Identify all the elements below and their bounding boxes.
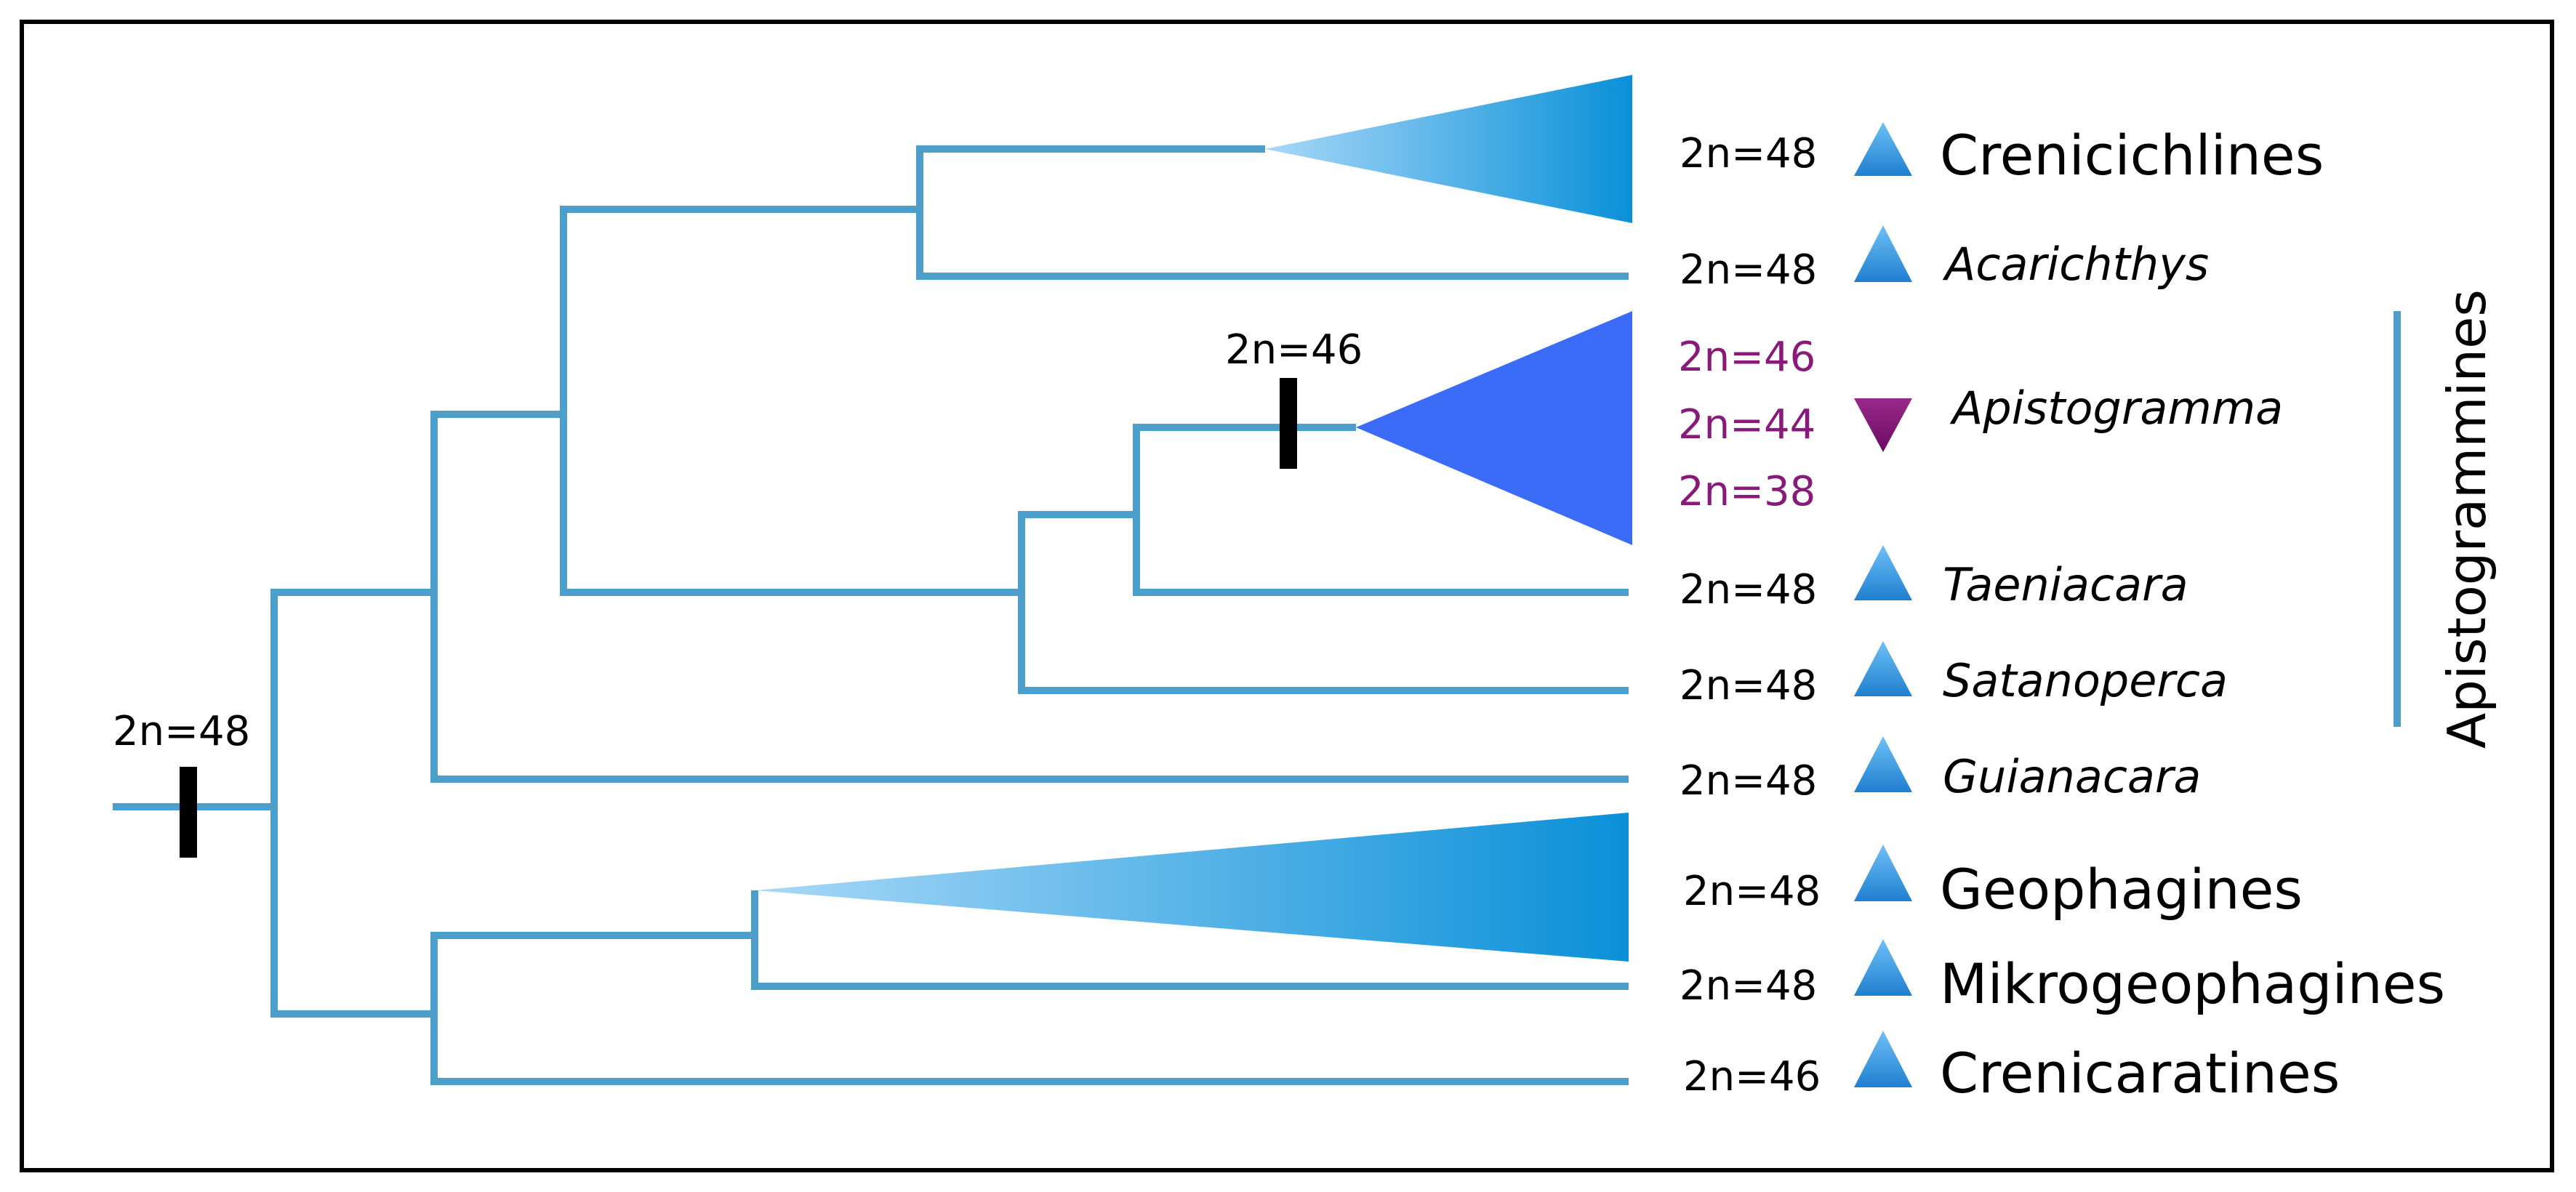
tip-karyotype: 2n=48 — [1680, 246, 1817, 294]
tip-label: Geophagines — [1940, 857, 2303, 922]
triangle-down-icon — [1854, 398, 1912, 452]
tip-satanoperca: 2n=48 Satanoperca — [1680, 641, 2228, 709]
apistogrammines-label: Apistogrammines — [2436, 289, 2497, 749]
tip-karyotype: 2n=48 — [1680, 757, 1817, 805]
tip-label: Crenicichlines — [1940, 123, 2324, 188]
tip-karyotype: 2n=48 — [1683, 868, 1821, 915]
tip-crenicichlines: 2n=48 Crenicichlines — [1680, 122, 2324, 188]
tip-label: Guianacara — [1943, 750, 2201, 803]
tip-karyotype: 2n=48 — [1680, 566, 1817, 613]
triangle-up-icon — [1854, 122, 1912, 176]
tip-karyotype: 2n=48 — [1680, 130, 1817, 177]
apistogramma-node-karyotype: 2n=46 — [1225, 326, 1363, 374]
root-karyotype-marker — [180, 767, 197, 858]
tip-karyotype: 2n=48 — [1680, 962, 1817, 1010]
tip-karyotype: 2n=46 — [1678, 334, 1815, 381]
tip-label: Mikrogeophagines — [1940, 951, 2445, 1016]
triangle-up-icon — [1854, 545, 1912, 600]
triangle-up-icon — [1854, 939, 1912, 996]
apistogramma-clade — [1356, 311, 1632, 545]
triangle-up-icon — [1854, 845, 1912, 901]
tip-label: Taeniacara — [1943, 558, 2188, 611]
apistogramma-karyotype-marker — [1280, 378, 1297, 469]
tip-label: Satanoperca — [1943, 654, 2228, 707]
tip-guianacara: 2n=48 Guianacara — [1680, 736, 2201, 805]
triangle-up-icon — [1854, 641, 1912, 696]
tip-label: Apistogramma — [1949, 382, 2283, 435]
geophagines-clade — [756, 813, 1629, 962]
tip-crenicaratines: 2n=46 Crenicaratines — [1683, 1031, 2340, 1106]
tip-label: Acarichthys — [1942, 238, 2209, 291]
tip-taeniacara: 2n=48 Taeniacara — [1680, 545, 2188, 613]
root-node-karyotype: 2n=48 — [113, 708, 250, 755]
triangle-up-icon — [1854, 225, 1912, 282]
tree-branches — [113, 145, 1629, 1085]
tip-karyotype: 2n=46 — [1683, 1053, 1821, 1100]
tip-karyotype: 2n=44 — [1678, 401, 1815, 448]
tip-geophagines: 2n=48 Geophagines — [1683, 845, 2303, 922]
tip-apistogramma: 2n=46 2n=44 2n=38 Apistogramma — [1678, 334, 2283, 515]
tip-karyotype: 2n=38 — [1678, 468, 1815, 515]
tip-karyotype: 2n=48 — [1680, 662, 1817, 709]
tip-acarichthys: 2n=48 Acarichthys — [1680, 225, 2209, 294]
tip-label: Crenicaratines — [1940, 1041, 2340, 1106]
crenicichlines-clade — [1265, 75, 1632, 223]
triangle-up-icon — [1854, 1031, 1912, 1087]
triangle-up-icon — [1854, 736, 1912, 792]
tip-mikrogeophagines: 2n=48 Mikrogeophagines — [1680, 939, 2445, 1016]
